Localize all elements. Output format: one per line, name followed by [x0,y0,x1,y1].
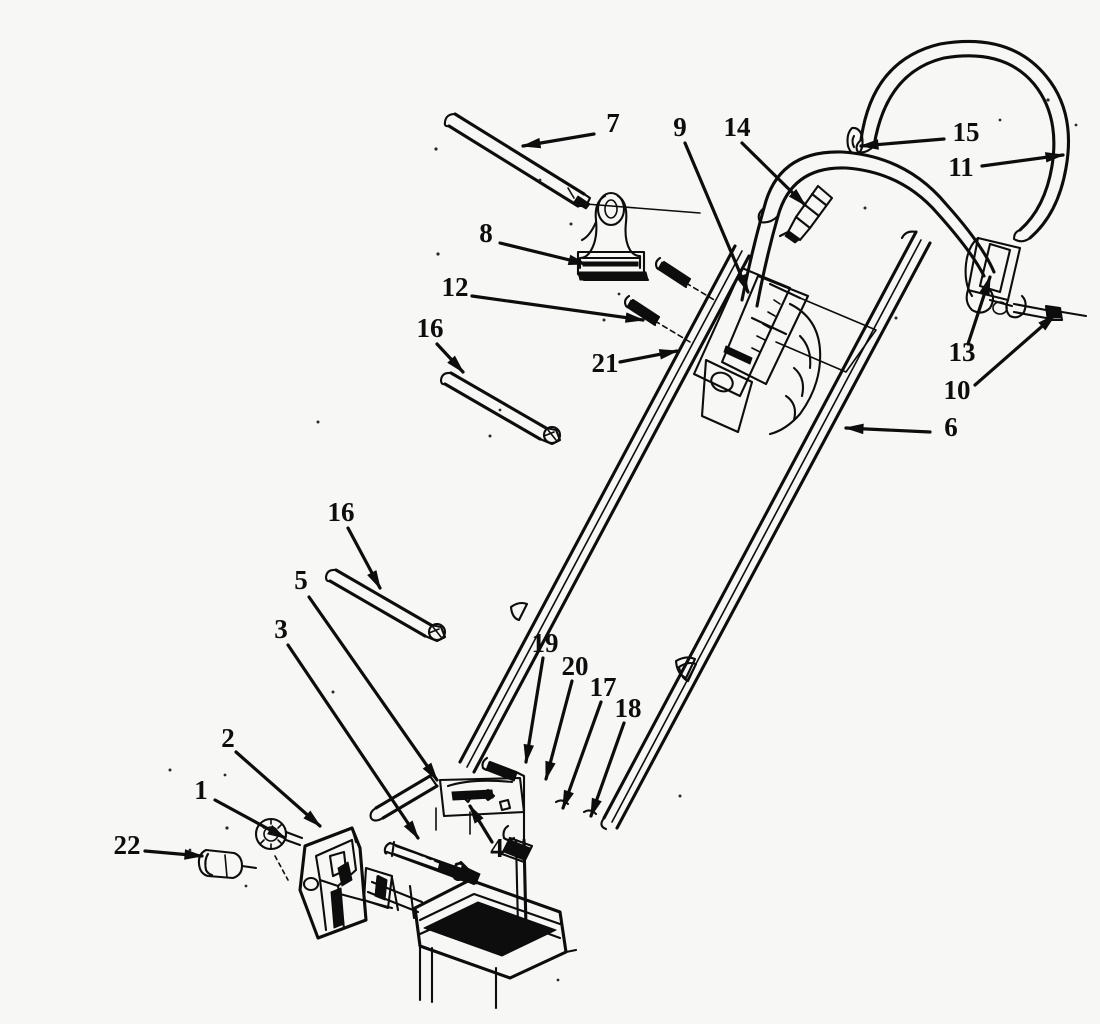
callout-number-4[interactable]: 4 [490,833,504,863]
callout-number-6[interactable]: 6 [944,412,958,442]
leader-arrowhead-7 [521,137,542,149]
leader-line-10 [973,313,1057,387]
callout-number-22[interactable]: 22 [114,830,141,860]
leader-arrowhead-16b [367,570,381,590]
leader-arrowhead-13 [979,275,991,296]
callout-number-15[interactable]: 15 [953,117,980,147]
leader-arrowhead-20 [545,760,556,781]
leader-arrowhead-12 [624,312,645,323]
callout-number-7[interactable]: 7 [606,108,620,138]
callout-number-9[interactable]: 9 [673,112,687,142]
leader-arrowhead-21 [658,349,679,360]
leader-line-17 [561,700,603,810]
bail-control-bar [740,39,1071,308]
leader-arrowhead-6 [844,423,864,435]
leader-arrowhead-14 [788,188,807,207]
upper-handle-tube [443,112,701,214]
callout-number-3[interactable]: 3 [274,614,288,644]
callout-number-21[interactable]: 21 [592,348,619,378]
leader-arrowhead-11 [1044,152,1065,163]
callout-number-12[interactable]: 12 [442,272,469,302]
callout-number-16[interactable]: 16 [417,313,444,343]
leader-arrowhead-4 [469,804,484,824]
control-bracket-assembly [692,266,877,436]
callout-number-19[interactable]: 19 [532,628,559,658]
callout-number-10[interactable]: 10 [944,375,971,405]
callout-number-1[interactable]: 1 [194,775,208,805]
callout-number-11[interactable]: 11 [948,152,974,182]
leader-arrowhead-16 [447,355,465,374]
handle-bolt-long-a [439,371,562,446]
leader-arrowhead-10 [1038,313,1057,331]
leader-arrowhead-15 [859,139,879,150]
leader-arrowhead-2 [303,810,322,828]
callout-number-20[interactable]: 20 [562,651,589,681]
deck-plate [366,756,578,1010]
callout-leader-lines [143,132,1065,860]
leader-arrowhead-8 [567,254,588,265]
leader-arrowhead-1 [267,825,287,839]
callout-number-2[interactable]: 2 [221,723,235,753]
leader-arrowhead-22 [184,849,204,860]
carriage-bolt-upper [654,256,717,302]
handle-bolt-long-b [324,568,447,643]
leader-line-9 [683,141,750,294]
callout-number-13[interactable]: 13 [949,337,976,367]
leader-line-3 [286,643,420,840]
scan-specks [168,98,1078,982]
leader-arrowhead-3 [403,820,420,840]
leader-line-5 [307,595,439,782]
leader-arrowhead-17 [562,789,574,810]
callout-number-8[interactable]: 8 [479,218,493,248]
base-bolt [390,840,472,882]
rail-joint-collars [674,656,697,680]
bail-stop [846,126,864,155]
callout-number-18[interactable]: 18 [615,693,642,723]
callout-number-16b[interactable]: 16 [328,497,355,527]
leader-arrowhead-19 [523,743,535,764]
carriage-bolt-lower [623,294,691,343]
bail-pivot-block [964,236,1027,319]
leader-line-2 [234,750,322,828]
leader-line-19 [524,656,545,764]
spacer-bushing [197,848,258,880]
callout-number-5[interactable]: 5 [294,565,308,595]
cable-clamp-bracket [576,191,650,282]
cable-end-fitting [778,184,834,244]
height-adjust-lever [369,774,439,822]
lower-handle-rails [458,230,932,831]
leader-arrowhead-9 [736,273,749,294]
bail-pivot-bolt [1012,302,1088,322]
leader-arrowhead-18 [590,797,602,818]
leader-arrowhead-5 [422,762,439,782]
callout-number-14[interactable]: 14 [724,112,751,142]
leader-line-12 [470,294,645,322]
callout-number-17[interactable]: 17 [590,672,617,702]
